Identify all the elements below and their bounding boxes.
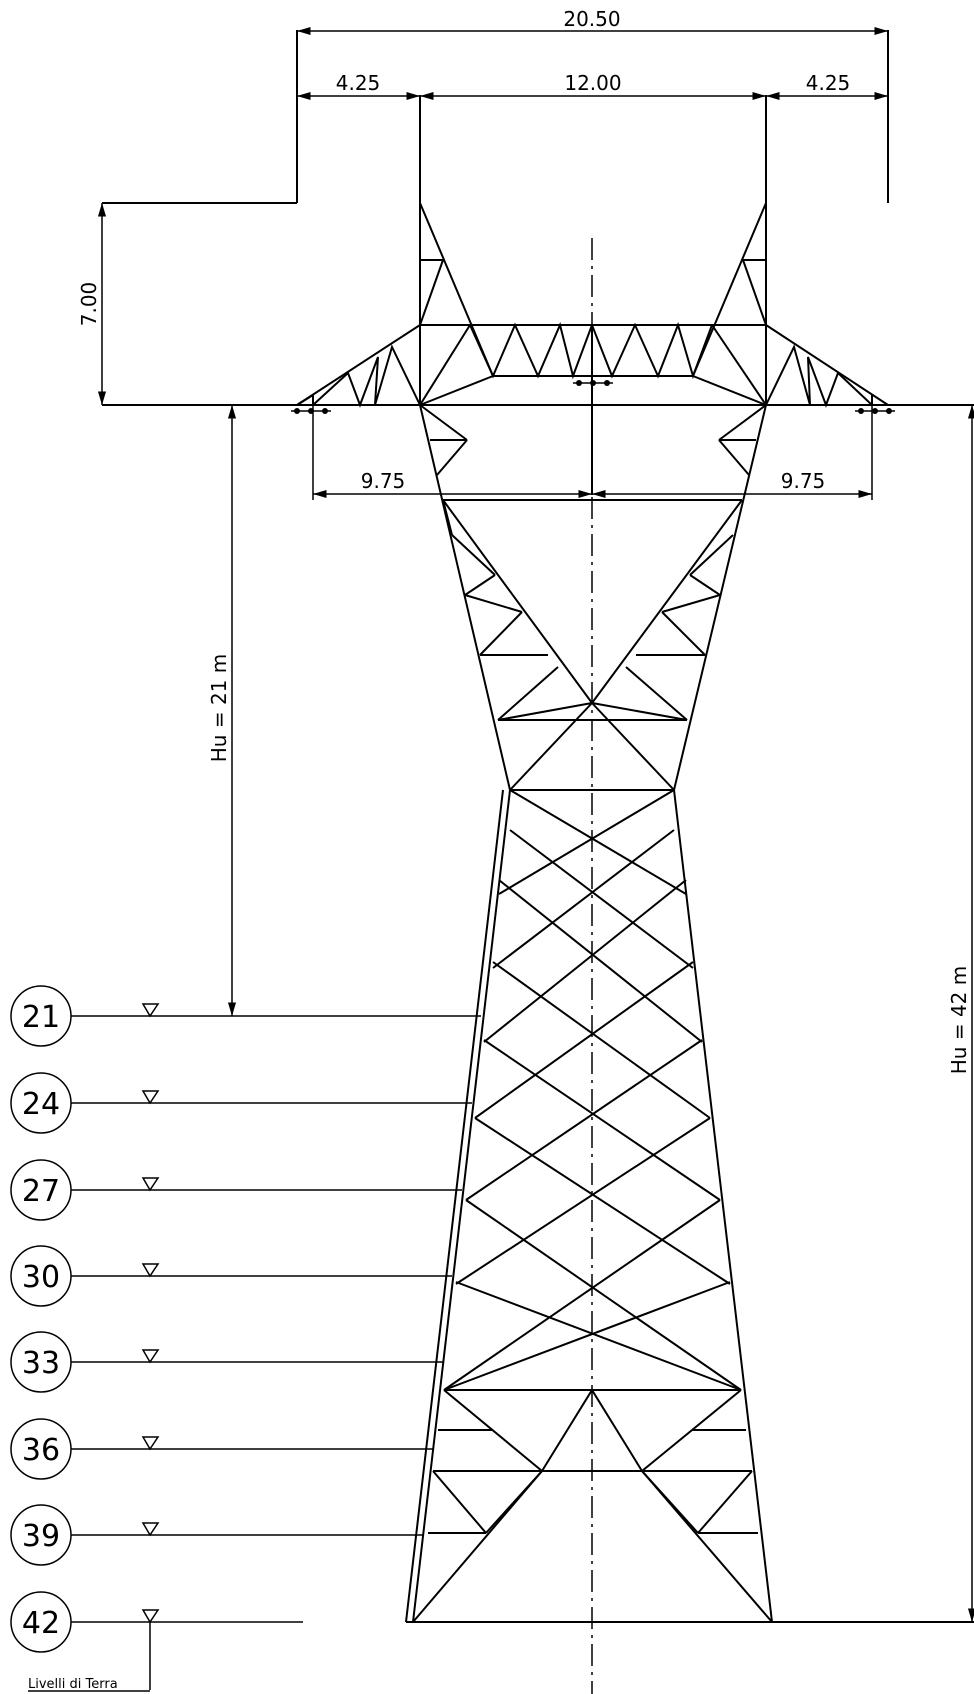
arm-dimensions: 9.75 9.75 [312, 405, 873, 500]
dim-right-offset: 4.25 [806, 71, 851, 95]
dim-crossarm-height: 7.00 [77, 282, 101, 327]
ground-levels: 21 24 27 30 33 [10, 985, 974, 1692]
level-30: 30 [10, 1245, 452, 1307]
top-dimensions: 20.50 4.25 12.00 4.25 7.00 [77, 7, 889, 405]
hu-21-label: Hu = 21 m [207, 654, 231, 762]
level-21: 21 [10, 985, 481, 1047]
level-39: 39 [10, 1504, 423, 1566]
dim-total-width: 20.50 [563, 7, 620, 31]
svg-text:21: 21 [22, 1000, 60, 1035]
ground-levels-label: Livelli di Terra [28, 1677, 118, 1692]
dim-left-offset: 4.25 [336, 71, 381, 95]
level-36: 36 [10, 1418, 433, 1480]
level-33: 33 [10, 1331, 443, 1393]
svg-text:24: 24 [22, 1087, 60, 1122]
svg-text:39: 39 [22, 1519, 60, 1554]
height-dimensions: Hu = 21 m Hu = 42 m [207, 405, 974, 1622]
tower-lower-body [405, 789, 773, 1623]
left-insulator-icon [291, 408, 331, 414]
svg-text:30: 30 [22, 1260, 60, 1295]
right-insulator-icon [855, 408, 895, 414]
hu-42-label: Hu = 42 m [947, 966, 971, 1074]
svg-text:33: 33 [22, 1346, 60, 1381]
svg-text:42: 42 [22, 1606, 60, 1641]
level-24: 24 [10, 1072, 472, 1134]
dim-right-arm: 9.75 [781, 469, 826, 493]
dim-left-arm: 9.75 [361, 469, 406, 493]
svg-text:36: 36 [22, 1433, 60, 1468]
dim-center-width: 12.00 [564, 71, 621, 95]
level-42: 42 [10, 1591, 974, 1690]
level-27: 27 [10, 1159, 462, 1221]
svg-text:27: 27 [22, 1174, 60, 1209]
